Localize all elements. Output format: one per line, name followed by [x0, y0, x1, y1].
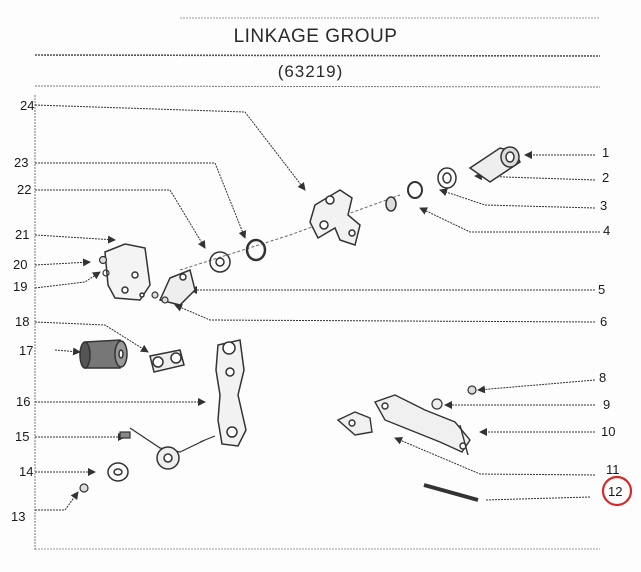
part-washer-9: [431, 398, 443, 410]
leader-6: [174, 304, 596, 323]
part-washer-2: [437, 167, 457, 189]
callout-8: 8: [599, 370, 607, 385]
pivot-shaft-line: [179, 194, 401, 271]
callout-24: 24: [20, 98, 35, 113]
callout-5: 5: [598, 282, 606, 297]
part-lever-24: [309, 189, 361, 246]
part-spacer-4: [385, 196, 397, 212]
part-ring-3: [407, 181, 423, 199]
callout-10: 10: [601, 424, 616, 439]
part-nut-8: [467, 385, 477, 395]
callout-18: 18: [15, 314, 30, 329]
callout-3: 3: [600, 198, 608, 213]
callout-21: 21: [15, 227, 30, 242]
part-nut-13: [79, 483, 89, 493]
part-arm-16: [215, 339, 247, 447]
leader-11: [394, 437, 596, 476]
leader-20: [34, 258, 91, 267]
callout-12: 12: [608, 484, 623, 499]
leader-17: [54, 347, 81, 356]
part-rivets-6: [151, 291, 169, 304]
part-washer-14: [107, 462, 129, 482]
part-roller-15: [156, 446, 180, 470]
part-number: (63219): [277, 62, 344, 81]
callout-14: 14: [19, 464, 34, 479]
callout-15: 15: [15, 429, 30, 444]
callout-13: 13: [11, 509, 26, 524]
leader-19: [34, 271, 101, 289]
leader-18: [34, 321, 149, 353]
diagram-title: LINKAGE GROUP: [233, 26, 398, 47]
header-rule-bottom: [34, 85, 601, 88]
part-o-ring-23: [245, 238, 267, 262]
leader-21: [34, 234, 116, 244]
leader-23: [35, 162, 247, 239]
callout-12-highlight: [601, 475, 633, 507]
callout-22: 22: [17, 182, 32, 197]
part-pin-12: [423, 483, 479, 502]
callout-9: 9: [603, 397, 611, 412]
part-bolt-20: [98, 255, 108, 265]
leader-3: [439, 188, 596, 209]
callout-2: 2: [602, 170, 610, 185]
callout-16: 16: [16, 394, 31, 409]
callout-23: 23: [14, 155, 29, 170]
leader-4: [419, 207, 600, 233]
callout-6: 6: [600, 314, 608, 329]
leader-22: [35, 189, 206, 249]
part-washer-22: [209, 251, 231, 273]
part-bushing: [468, 146, 521, 183]
header-rule-middle: [34, 54, 601, 57]
part-link-18: [149, 349, 185, 373]
part-lock-washer-19: [102, 269, 110, 277]
part-bracket-21: [104, 243, 151, 301]
leader-12: [484, 496, 591, 501]
leader-8: [477, 379, 596, 394]
callout-1: 1: [602, 145, 610, 160]
part-cylinder-17: [79, 339, 128, 369]
callout-11: 11: [606, 462, 620, 477]
callout-20: 20: [13, 257, 28, 272]
callout-17: 17: [19, 343, 34, 358]
part-linkage-10: [336, 394, 471, 456]
part-linkage-plate-5: [158, 268, 196, 306]
leader-24: [34, 104, 306, 191]
callout-19: 19: [13, 279, 28, 294]
leader-13: [35, 491, 79, 511]
leader-lines: [34, 104, 600, 511]
callout-4: 4: [603, 223, 611, 238]
